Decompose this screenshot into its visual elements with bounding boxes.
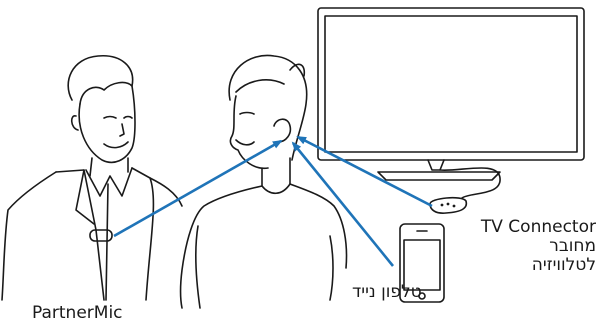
hearing-aid — [274, 119, 290, 142]
man-figure — [2, 56, 182, 300]
partner-mic-device — [90, 230, 112, 241]
partner-mic-label: PartnerMic — [32, 305, 123, 322]
television — [318, 8, 584, 198]
arrow-partnermic-to-hearing-aid — [114, 141, 281, 236]
woman-figure — [181, 55, 347, 308]
tv-connector-device — [430, 198, 466, 213]
tv-connector-label-he-2: לטלוויזיה — [462, 256, 596, 275]
mobile-phone-label: טלפון נייד — [352, 284, 422, 301]
tv-connector-label-he-1: מחובר — [462, 237, 596, 256]
tv-connector-label-en: TV Connector — [462, 218, 596, 237]
tv-connector-label: TV Connector מחובר לטלוויזיה — [462, 218, 596, 275]
